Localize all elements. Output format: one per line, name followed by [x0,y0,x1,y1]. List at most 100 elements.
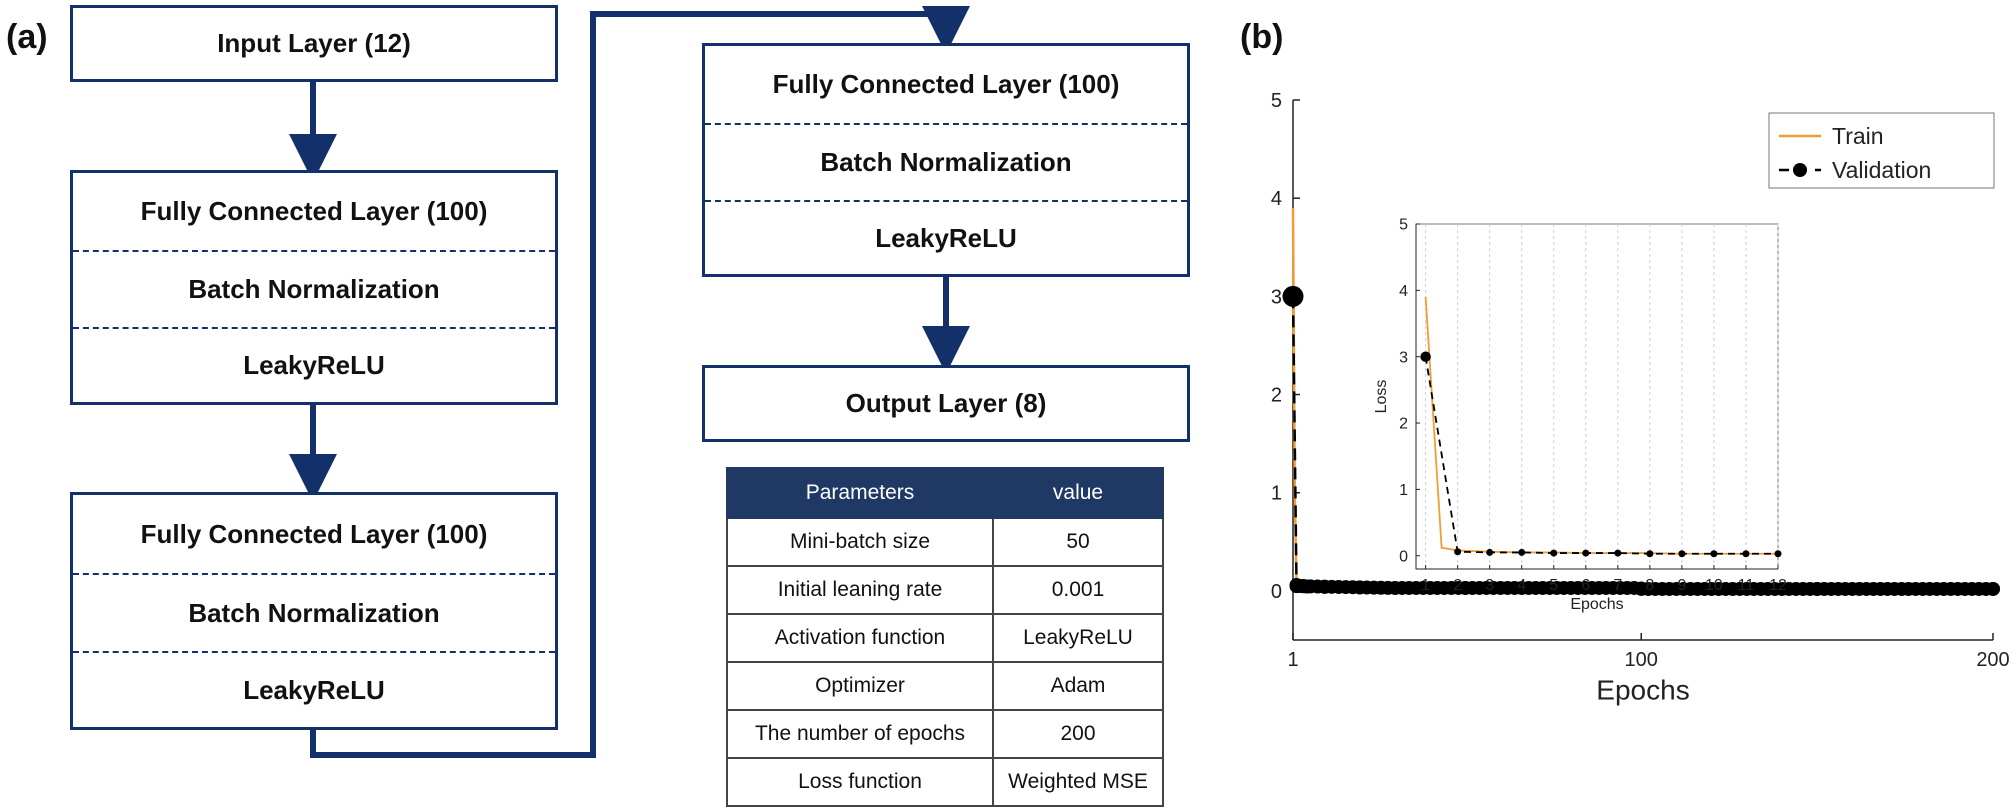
inset-validation-point [1774,550,1782,558]
table-cell-param: Mini-batch size [726,517,994,567]
inset-validation-point [1710,550,1718,558]
table-row: Optimizer Adam [726,661,1164,711]
fc2-batch-norm: Batch Normalization [73,573,555,651]
inset-validation-point [1582,549,1590,557]
inset-y-tick-label: 3 [1399,349,1408,366]
table-cell-value: 0.001 [992,565,1164,615]
inset-x-tick-label: 11 [1738,577,1755,594]
main-validation-point [1282,285,1304,307]
main-y-tick-label: 1 [1271,483,1282,505]
table-cell-param: Initial leaning rate [726,565,994,615]
inset-x-tick-label: 12 [1769,577,1787,594]
main-x-tick-label: 100 [1625,649,1658,671]
table-cell-value: Adam [992,661,1164,711]
inset-x-tick-label: 8 [1645,577,1654,594]
inset-x-tick-label: 7 [1613,577,1622,594]
fc-block-1: Fully Connected Layer (100) Batch Normal… [70,170,558,405]
legend-validation-label: Validation [1832,157,1931,183]
table-header-value: value [992,467,1164,519]
table-cell-value: 200 [992,709,1164,759]
table-cell-param: Activation function [726,613,994,663]
fc1-batch-norm: Batch Normalization [73,250,555,327]
legend-validation-marker [1793,163,1807,177]
inset-x-tick-label: 5 [1549,577,1558,594]
main-x-axis-label: Epochs [1596,675,1689,706]
inset-validation-point [1454,548,1462,556]
main-y-axis-label: Loss [1240,340,1244,399]
inset-y-tick-label: 4 [1399,283,1408,300]
input-layer-block: Input Layer (12) [70,5,558,82]
table-cell-value: 50 [992,517,1164,567]
main-x-tick-label: 200 [1976,649,2009,671]
table-row: The number of epochs 200 [726,709,1164,759]
fc2-leaky-relu: LeakyReLU [73,651,555,727]
inset-validation-point [1614,549,1622,557]
fc2-fully-connected: Fully Connected Layer (100) [140,518,488,549]
inset-y-tick-label: 0 [1399,548,1408,565]
main-y-tick-label: 5 [1271,90,1282,112]
legend-train-label: Train [1832,123,1884,149]
main-validation-point [1986,581,2000,596]
main-validation-point [1317,579,1332,594]
fc1-fully-connected: Fully Connected Layer (100) [140,196,488,226]
inset-x-tick-label: 10 [1705,577,1723,594]
inset-plot-area [1415,223,1779,570]
inset-x-axis-label: Epochs [1570,596,1623,613]
input-layer-label: Input Layer (12) [217,28,411,58]
inset-validation-point [1518,548,1526,556]
table-cell-param: The number of epochs [726,709,994,759]
main-y-tick-label: 4 [1271,188,1282,210]
table-row: Loss function Weighted MSE [726,757,1164,807]
main-x-tick-label: 1 [1287,649,1298,671]
output-layer-block: Output Layer (8) [702,365,1190,442]
parameters-table: Parameters value Mini-batch size 50 Init… [726,467,1164,807]
inset-y-axis-label: Loss [1373,380,1390,414]
inset-x-tick-label: 1 [1421,577,1430,594]
inset-validation-point [1420,351,1431,362]
inset-y-tick-label: 5 [1399,217,1408,234]
inset-y-tick-label: 1 [1399,482,1408,499]
table-row: Initial leaning rate 0.001 [726,565,1164,615]
table-header-row: Parameters value [726,467,1164,519]
inset-x-tick-label: 9 [1677,577,1686,594]
legend-box [1768,112,1995,189]
fc-block-3: Fully Connected Layer (100) Batch Normal… [702,43,1190,277]
main-validation-point [1634,581,1649,596]
fc-block-2: Fully Connected Layer (100) Batch Normal… [70,492,558,730]
main-y-tick-label: 0 [1271,581,1282,603]
inset-validation-point [1678,550,1686,558]
main-validation-point [1810,581,1825,596]
table-cell-value: LeakyReLU [992,613,1164,663]
main-validation-point [1458,580,1473,595]
main-y-tick-label: 2 [1271,385,1282,407]
inset-y-tick-label: 2 [1399,416,1408,433]
main-y-tick-label: 3 [1271,286,1282,308]
table-row: Mini-batch size 50 [726,517,1164,567]
inset-x-tick-label: 6 [1581,577,1590,594]
inset-validation-point [1550,549,1558,557]
inset-validation-point [1742,550,1750,558]
table-row: Activation function LeakyReLU [726,613,1164,663]
table-header-parameters: Parameters [726,467,994,519]
main-validation-point [1352,580,1367,595]
fc3-fully-connected: Fully Connected Layer (100) [772,69,1120,99]
output-layer-label: Output Layer (8) [845,388,1047,418]
fc3-leaky-relu: LeakyReLU [705,200,1187,274]
inset-validation-point [1486,548,1494,556]
inset-validation-point [1646,550,1654,558]
inset-x-tick-label: 4 [1517,577,1526,594]
panel-b-label: (b) [1240,18,1284,56]
panel-a-label: (a) [6,18,48,56]
table-cell-param: Loss function [726,757,994,807]
inset-x-tick-label: 2 [1453,577,1462,594]
fc3-batch-norm: Batch Normalization [705,123,1187,200]
fc1-leaky-relu: LeakyReLU [73,327,555,402]
table-cell-value: Weighted MSE [992,757,1164,807]
inset-series-validation-line [1424,356,1778,555]
main-validation-point [1300,579,1315,594]
arrow-fc2-to-fc3 [310,6,970,758]
